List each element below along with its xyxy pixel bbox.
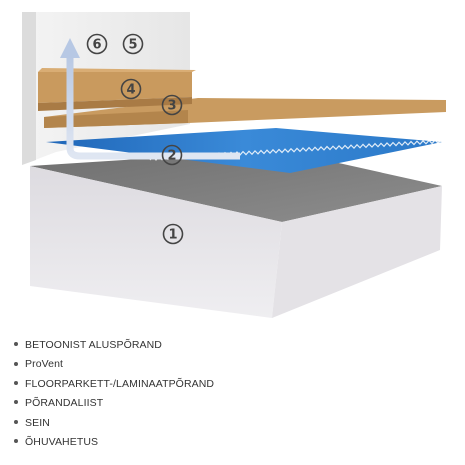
marker-circle (161, 144, 183, 166)
marker-5: 5 (122, 33, 144, 55)
marker-number: 1 (168, 228, 177, 243)
marker-circle (86, 33, 108, 55)
marker-number: 6 (92, 38, 101, 53)
bullet-icon (14, 400, 18, 405)
skirting-board (38, 68, 196, 111)
legend-item: ProVent (14, 355, 214, 374)
bullet-icon (14, 419, 18, 424)
air-exchange-arrow (60, 38, 240, 160)
bullet-icon (14, 361, 18, 366)
marker-3: 3 (161, 94, 183, 116)
marker-number: 5 (128, 38, 137, 53)
marker-6: 6 (86, 33, 108, 55)
legend-item: FLOORPARKETT-/LAMINAATPÕRAND (14, 375, 214, 394)
marker-circle (122, 33, 144, 55)
marker-circle (162, 223, 184, 245)
legend-item: PÕRANDALIIST (14, 394, 214, 413)
marker-circle (161, 94, 183, 116)
marker-number: 4 (126, 83, 135, 98)
legend-item: BETOONIST ALUSPÕRAND (14, 336, 214, 355)
marker-number: 2 (167, 149, 176, 164)
marker-circle (120, 78, 142, 100)
concrete-subfloor (30, 150, 442, 318)
bullet-icon (14, 342, 18, 347)
bullet-icon (14, 439, 18, 444)
marker-4: 4 (120, 78, 142, 100)
legend-item: SEIN (14, 414, 214, 433)
bullet-icon (14, 381, 18, 386)
marker-1: 1 (162, 223, 184, 245)
legend-label: ProVent (25, 358, 64, 371)
floor-construction-diagram: 1 2 3 4 5 6 (22, 12, 446, 318)
marker-number: 3 (167, 99, 176, 114)
legend-label: ÕHUVAHETUS (25, 436, 99, 449)
marker-2: 2 (161, 144, 183, 166)
legend-label: SEIN (25, 416, 50, 429)
legend-label: BETOONIST ALUSPÕRAND (25, 339, 162, 351)
legend-label: PÕRANDALIIST (25, 397, 104, 410)
legend-label: FLOORPARKETT-/LAMINAATPÕRAND (25, 377, 215, 390)
legend-item: ÕHUVAHETUS (14, 433, 214, 452)
